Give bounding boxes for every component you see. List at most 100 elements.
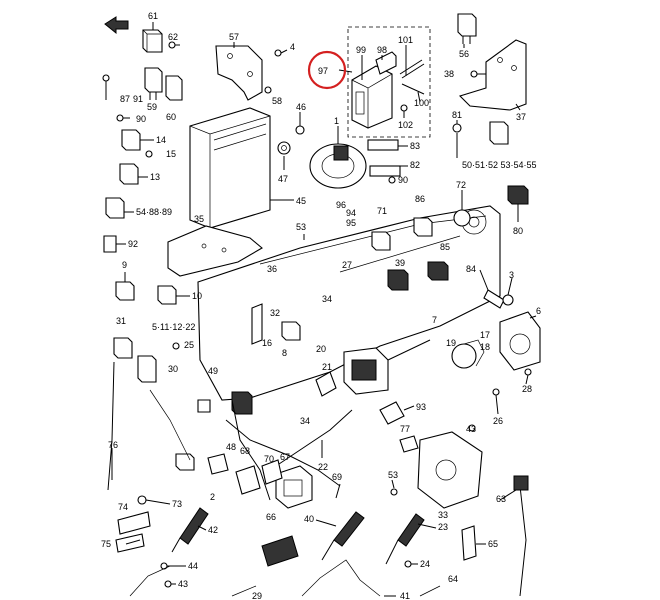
switch-housing-99 <box>351 65 393 129</box>
sensor-17-18-19 <box>451 339 485 369</box>
switch-86 <box>413 217 433 237</box>
bracket-57 <box>215 45 263 101</box>
callout-19: 19 <box>446 338 456 348</box>
callout-70: 70 <box>264 454 274 464</box>
control-module-45 <box>189 107 271 229</box>
callout-71: 71 <box>377 206 387 216</box>
callout-86: 86 <box>415 194 425 204</box>
sensor-80 <box>507 185 529 214</box>
screw-4 <box>274 49 288 57</box>
callout-41: 41 <box>400 591 410 600</box>
key-77 <box>399 435 419 453</box>
callout-43b: 43 <box>178 579 188 589</box>
callout-48: 48 <box>226 442 236 452</box>
callout-22: 22 <box>318 462 328 472</box>
callout-18: 18 <box>480 342 490 352</box>
callout-87: 87 <box>120 94 130 104</box>
callout-16: 16 <box>262 338 272 348</box>
callout-68: 68 <box>240 446 250 456</box>
callout-45: 45 <box>296 196 306 206</box>
callout-99: 99 <box>356 45 366 55</box>
callout-34b: 34 <box>300 416 310 426</box>
label-82 <box>369 165 401 177</box>
screw-15 <box>145 150 153 158</box>
clip-24 <box>404 560 412 568</box>
callout-5-11-12-22: 5·11·12·22 <box>152 322 195 332</box>
relay-50-55 <box>489 121 509 145</box>
connector-84 <box>483 289 505 309</box>
callout-20: 20 <box>316 344 326 354</box>
connector-8 <box>231 391 253 415</box>
front-direction-arrow <box>104 16 129 35</box>
callout-57: 57 <box>229 32 239 42</box>
relay-14 <box>121 129 141 151</box>
callout-43a: 43 <box>466 424 476 434</box>
callout-4: 4 <box>290 42 295 52</box>
callout-61: 61 <box>148 11 158 21</box>
callout-13: 13 <box>150 172 160 182</box>
callout-83: 83 <box>410 141 420 151</box>
bracket-37 <box>458 39 527 111</box>
callout-63: 63 <box>496 494 506 504</box>
pin-100 <box>401 83 425 95</box>
callout-6: 6 <box>536 306 541 316</box>
callout-47: 47 <box>278 174 288 184</box>
sensor-23 <box>385 513 425 565</box>
relay-31 <box>113 337 133 359</box>
screw-28 <box>524 368 532 376</box>
connector-2 <box>207 453 229 475</box>
callout-33: 33 <box>438 510 448 520</box>
callout-46: 46 <box>296 102 306 112</box>
connector-42 <box>171 507 209 553</box>
callout-7: 7 <box>432 315 437 325</box>
callout-96: 96 <box>336 200 346 210</box>
connector-16 <box>281 321 301 341</box>
callout-102: 102 <box>398 120 413 130</box>
callout-24: 24 <box>420 559 430 569</box>
plug-93 <box>379 401 405 425</box>
callout-82: 82 <box>410 160 420 170</box>
switch-30 <box>137 355 157 383</box>
callout-36: 36 <box>267 264 277 274</box>
screw-25 <box>172 342 180 350</box>
callout-75: 75 <box>101 539 111 549</box>
callout-67: 67 <box>280 452 290 462</box>
connector-34 <box>315 371 337 397</box>
screw-58 <box>264 86 272 94</box>
relay-13 <box>119 163 139 185</box>
highlight-circle <box>307 50 347 90</box>
callout-30: 30 <box>168 364 178 374</box>
module-70 <box>261 459 283 485</box>
bracket-65 <box>461 525 477 561</box>
lamp-3 <box>502 294 514 306</box>
callout-labels: 61 62 57 4 97 99 98 101 56 38 87 91 59 6… <box>101 11 541 600</box>
callout-54-88-89: 54·88·89 <box>136 207 172 217</box>
grommet-47 <box>277 141 291 155</box>
screw-53b <box>390 488 398 496</box>
callout-77: 77 <box>400 424 410 434</box>
callout-53a: 53 <box>296 222 306 232</box>
callout-101: 101 <box>398 35 413 45</box>
callout-92: 92 <box>128 239 138 249</box>
module-68 <box>235 465 261 495</box>
screw-90b <box>388 176 396 184</box>
callout-8: 8 <box>282 348 287 358</box>
callout-26: 26 <box>493 416 503 426</box>
clip-73 <box>137 495 147 505</box>
callout-62: 62 <box>168 32 178 42</box>
callout-31: 31 <box>116 316 126 326</box>
callout-69: 69 <box>332 472 342 482</box>
relay-59 <box>144 67 163 100</box>
callout-32: 32 <box>270 308 280 318</box>
callout-97: 97 <box>318 66 328 76</box>
knob-72 <box>453 209 471 227</box>
sensor-40 <box>321 511 365 561</box>
ignition-lock-33 <box>417 431 483 509</box>
bracket-74 <box>117 511 151 535</box>
callout-17: 17 <box>480 330 490 340</box>
callout-42: 42 <box>208 525 218 535</box>
callout-21: 21 <box>322 362 332 372</box>
sub-assembly-box <box>347 26 431 138</box>
